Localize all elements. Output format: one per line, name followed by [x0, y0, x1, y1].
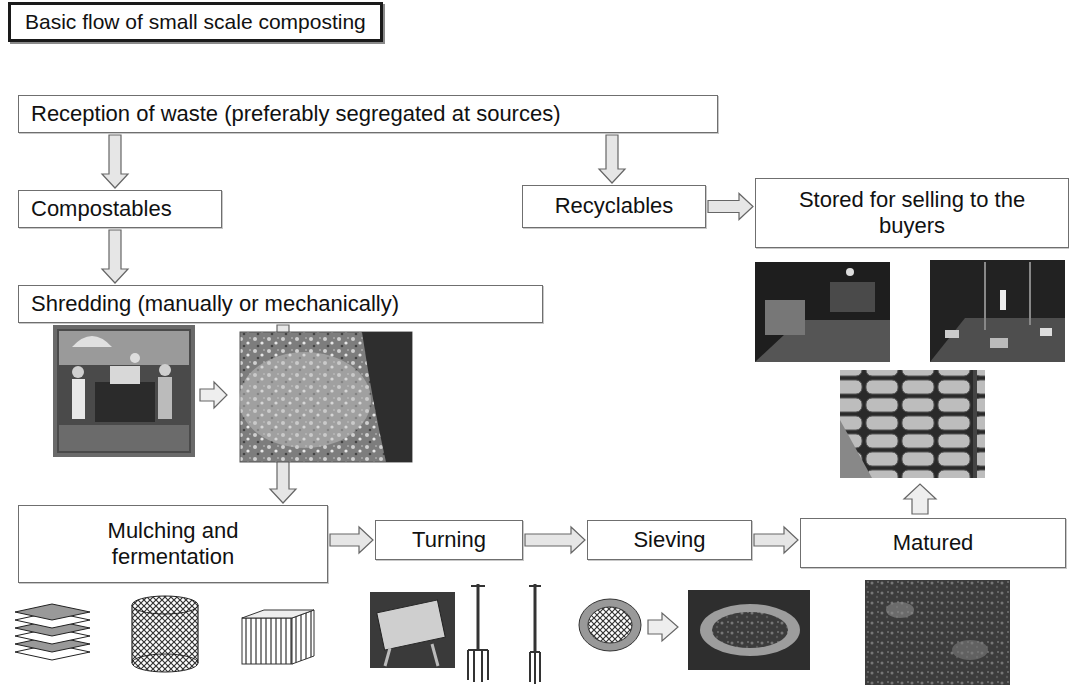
diagram-title: Basic flow of small scale composting — [25, 10, 366, 33]
flow-arrow — [754, 527, 798, 553]
turning-drum-photo — [370, 592, 455, 668]
box-text: Reception of waste (preferably segregate… — [31, 101, 561, 127]
process-box: Turning — [375, 520, 523, 560]
flow-arrow — [648, 613, 678, 641]
crate-bin-icon — [242, 610, 314, 664]
layered-bin-icon — [15, 604, 90, 660]
process-box: Compostables — [18, 190, 222, 228]
mesh-bin-icon — [132, 596, 198, 672]
storage-photo — [755, 262, 890, 362]
box-text: Turning — [412, 527, 486, 553]
flow-arrow — [102, 135, 128, 188]
process-box: Stored for selling to the buyers — [755, 178, 1069, 248]
process-box: Matured — [800, 518, 1066, 568]
flow-arrow — [330, 527, 373, 553]
pitchfork-icon — [468, 584, 488, 682]
box-text: Recyclables — [555, 193, 674, 219]
sieving-photo — [688, 590, 810, 670]
flow-arrow — [904, 484, 936, 514]
sieve-icon — [579, 599, 641, 651]
flow-arrow — [102, 230, 128, 283]
flow-arrow — [708, 194, 753, 220]
box-text: Sieving — [633, 527, 705, 553]
compost-sacks-photo — [840, 370, 985, 478]
process-box: Reception of waste (preferably segregate… — [18, 95, 718, 133]
flow-arrow — [599, 135, 625, 183]
box-text: Shredding (manually or mechanically) — [31, 291, 399, 317]
shredding-photo — [55, 327, 193, 455]
pitchfork-icon — [529, 584, 541, 684]
storage-photo — [930, 260, 1065, 362]
process-box: Mulching and fermentation — [18, 505, 328, 583]
shredded-waste-photo — [239, 332, 412, 462]
box-text: Mulching and fermentation — [78, 518, 268, 571]
matured-compost-photo — [865, 580, 1010, 685]
box-text: Compostables — [31, 196, 172, 222]
process-box: Shredding (manually or mechanically) — [18, 285, 543, 323]
process-box: Sieving — [587, 520, 752, 560]
title-box: Basic flow of small scale composting — [8, 2, 383, 42]
box-text: Stored for selling to the buyers — [768, 187, 1056, 240]
box-text: Matured — [893, 530, 974, 556]
process-box: Recyclables — [522, 185, 706, 228]
flow-arrow — [525, 527, 585, 553]
flow-arrow — [200, 382, 227, 408]
